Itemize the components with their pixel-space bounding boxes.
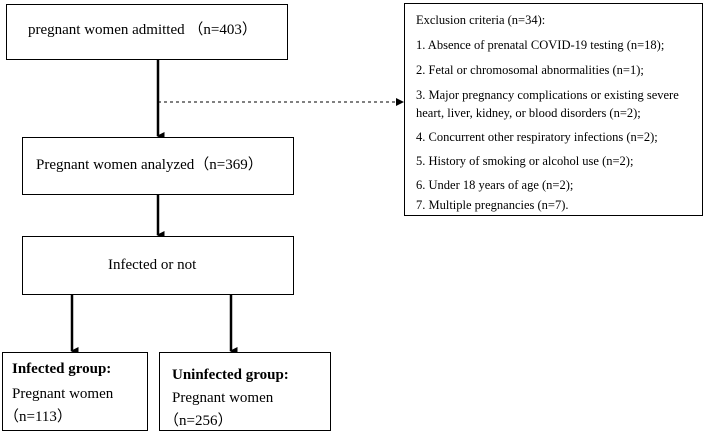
- analyzed-label: Pregnant women analyzed（n=369）: [36, 157, 263, 173]
- exclusion-title: Exclusion criteria (n=34):: [416, 13, 546, 27]
- exclusion-item: heart, liver, kidney, or blood disorders…: [416, 106, 641, 120]
- uninfected-group-subject: Pregnant women: [172, 390, 274, 406]
- analyzed-box: [22, 137, 294, 195]
- exclusion-criteria-box: [404, 3, 703, 216]
- infected-group-title: Infected group:: [12, 361, 112, 377]
- exclusion-item: 1. Absence of prenatal COVID-19 testing …: [416, 38, 665, 52]
- exclusion-item: 6. Under 18 years of age (n=2);: [416, 178, 574, 192]
- infected-group-count: （n=113）: [4, 409, 72, 425]
- split-label: Infected or not: [108, 257, 197, 273]
- uninfected-group-count: （n=256）: [164, 413, 233, 429]
- exclusion-item: 7. Multiple pregnancies (n=7).: [416, 198, 569, 212]
- uninfected-group-title: Uninfected group:: [172, 367, 289, 383]
- exclusion-item: 2. Fetal or chromosomal abnormalities (n…: [416, 63, 644, 77]
- uninfected-group-box: [159, 352, 331, 431]
- split-box: [22, 236, 294, 295]
- admitted-label: pregnant women admitted （n=403）: [28, 22, 257, 38]
- exclusion-item: 5. History of smoking or alcohol use (n=…: [416, 154, 634, 168]
- infected-group-subject: Pregnant women: [12, 386, 114, 402]
- exclusion-item: 4. Concurrent other respiratory infectio…: [416, 130, 658, 144]
- admitted-box: [6, 4, 288, 60]
- infected-group-box: [2, 352, 148, 431]
- exclusion-item: 3. Major pregnancy complications or exis…: [416, 88, 679, 102]
